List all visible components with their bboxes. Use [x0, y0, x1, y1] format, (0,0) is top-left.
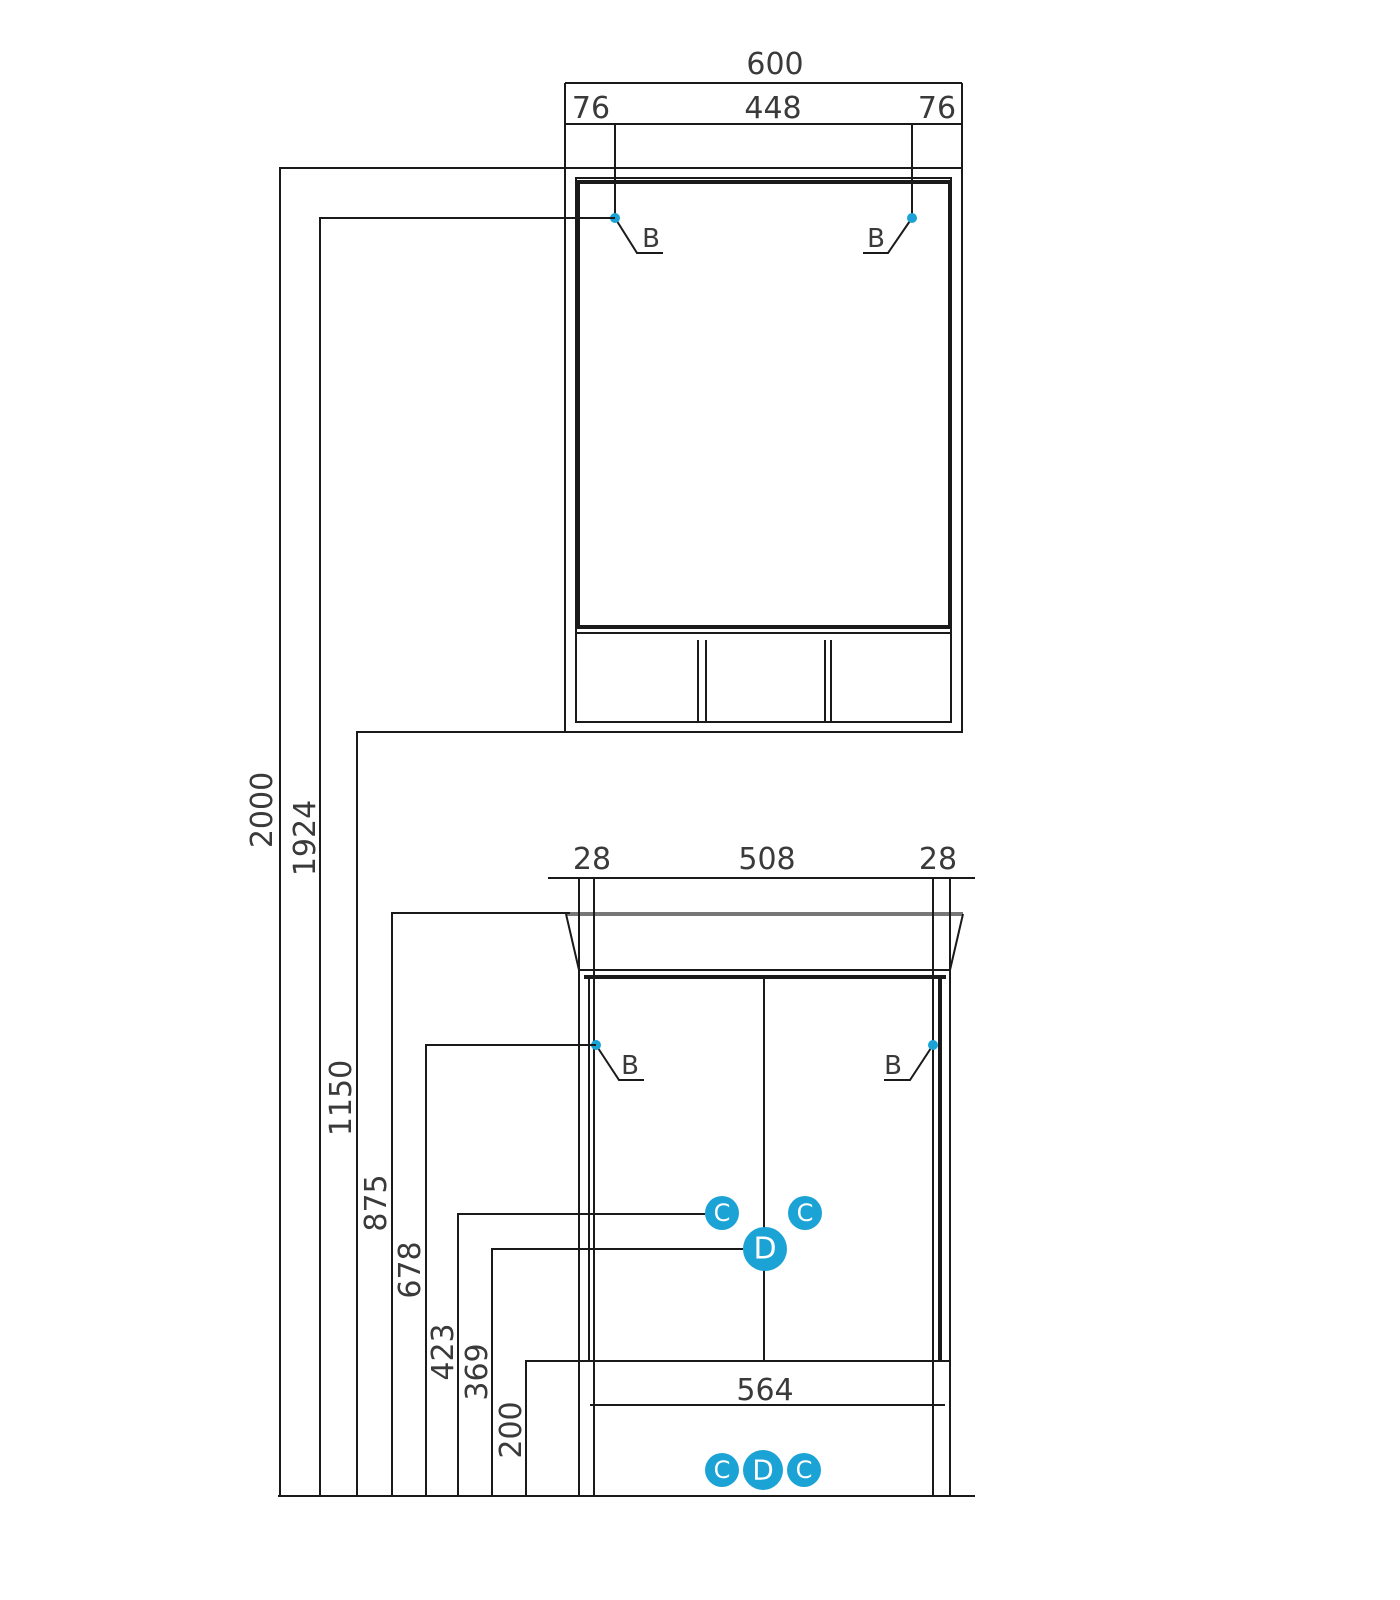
dim-mirror-right-offset: 76 — [918, 91, 956, 126]
dim-height-200: 200 — [494, 1401, 529, 1458]
dim-vanity-right-offset: 28 — [919, 842, 957, 877]
height-dimensions: 2000 1924 1150 875 678 423 369 200 — [245, 167, 962, 1496]
connection-d-marker — [743, 1450, 783, 1490]
connection-label: D — [752, 1454, 774, 1487]
connection-label: D — [753, 1232, 776, 1267]
dim-height-1924: 1924 — [288, 800, 323, 876]
vanity-unit: 564 — [565, 878, 964, 1496]
mount-label-b: B — [867, 224, 885, 254]
dim-mirror-width: 600 — [746, 47, 803, 82]
dim-mirror-mount-spacing: 448 — [744, 91, 801, 126]
dim-height-2000: 2000 — [245, 772, 280, 848]
connection-c-marker — [787, 1453, 821, 1487]
dim-height-1150: 1150 — [324, 1060, 359, 1136]
floor-connections: C D C — [705, 1450, 821, 1490]
dim-height-369: 369 — [460, 1343, 495, 1400]
dim-vanity-mount-spacing: 508 — [738, 842, 795, 877]
connection-c-marker — [705, 1196, 739, 1230]
connection-c-marker — [705, 1453, 739, 1487]
connection-label: C — [797, 1199, 814, 1227]
mirror-mount-points: B B — [610, 213, 917, 254]
mount-point-marker — [907, 213, 917, 223]
connection-label: C — [714, 1456, 731, 1484]
vanity-width-dimensions: 28 508 28 — [548, 842, 975, 879]
wall-connections: C C D — [705, 1196, 822, 1271]
mirror-cabinet — [564, 167, 963, 733]
connection-c-marker — [788, 1196, 822, 1230]
mount-label-b: B — [621, 1051, 639, 1081]
dim-height-423: 423 — [426, 1323, 461, 1380]
dim-vanity-base-width: 564 — [736, 1373, 793, 1408]
connection-label: C — [714, 1199, 731, 1227]
mount-label-b: B — [642, 224, 660, 254]
dim-height-875: 875 — [359, 1174, 394, 1231]
connection-label: C — [796, 1456, 813, 1484]
dim-mirror-left-offset: 76 — [572, 91, 610, 126]
dim-height-678: 678 — [393, 1241, 428, 1298]
connection-d-marker — [743, 1227, 787, 1271]
mount-point-marker — [928, 1040, 938, 1050]
mirror-width-dimensions: 600 76 448 76 — [564, 47, 963, 218]
dim-vanity-left-offset: 28 — [573, 842, 611, 877]
mount-label-b: B — [884, 1051, 902, 1081]
